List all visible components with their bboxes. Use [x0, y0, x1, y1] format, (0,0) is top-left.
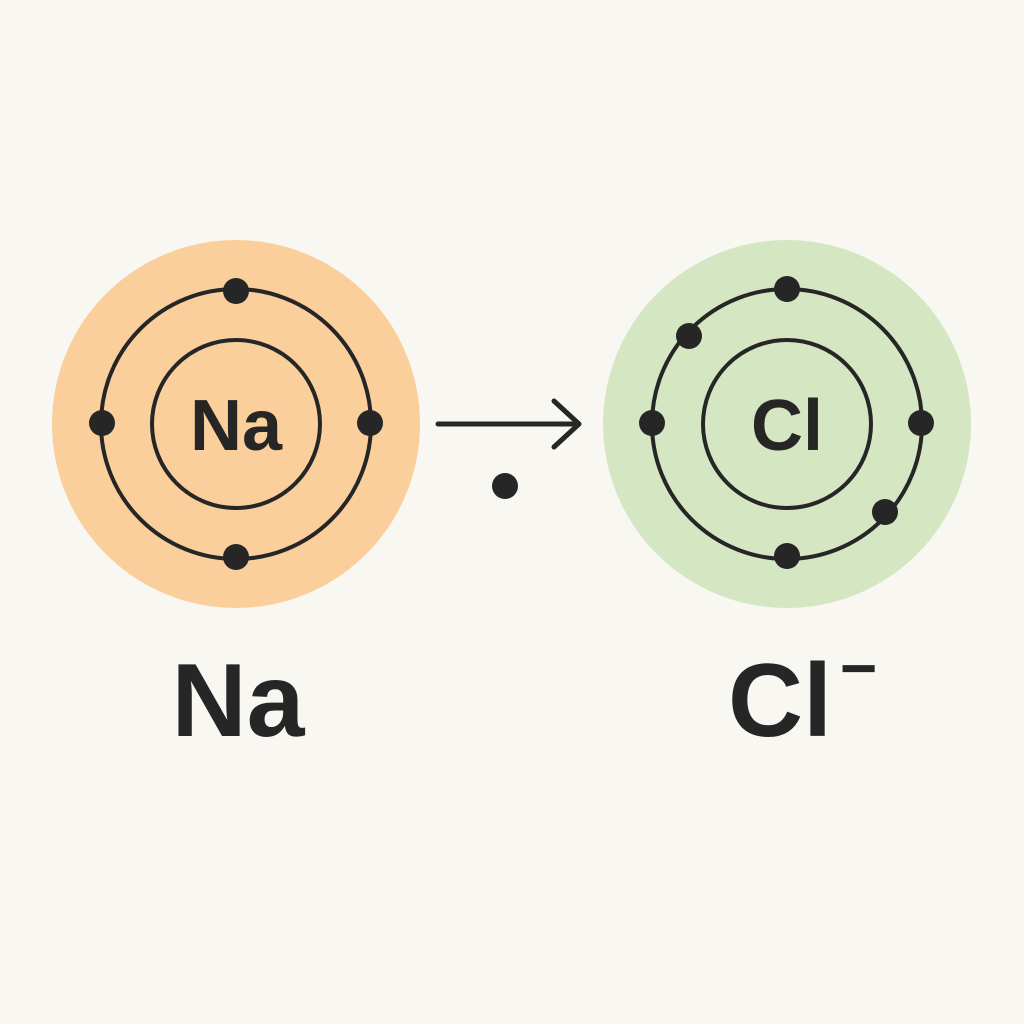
chlorine-electron-left — [639, 410, 665, 436]
chlorine-symbol: Cl — [751, 386, 823, 466]
chlorine-electron-bottom — [774, 543, 800, 569]
sodium-background-disc — [52, 240, 420, 608]
sodium-electron-right — [357, 410, 383, 436]
chlorine-atom: Cl — [603, 240, 971, 608]
sodium-inner-shell — [150, 338, 322, 510]
sodium-electron-top — [223, 278, 249, 304]
chlorine-electron-right — [908, 410, 934, 436]
chlorine-electron-lower-right — [872, 499, 898, 525]
chlorine-electron-top — [774, 276, 800, 302]
sodium-symbol: Na — [190, 386, 283, 466]
chlorine-charge: − — [840, 632, 877, 704]
sodium-atom: Na — [52, 240, 420, 608]
arrow-head — [551, 398, 582, 450]
transferred-electron — [492, 473, 518, 499]
sodium-caption: Na — [172, 643, 306, 759]
sodium-electron-bottom — [223, 544, 249, 570]
chlorine-electron-upper-left — [676, 323, 702, 349]
chlorine-caption: Cl — [728, 643, 832, 759]
chlorine-inner-shell — [701, 338, 873, 510]
sodium-electron-left — [89, 410, 115, 436]
electron-transfer-arrow — [435, 398, 582, 450]
